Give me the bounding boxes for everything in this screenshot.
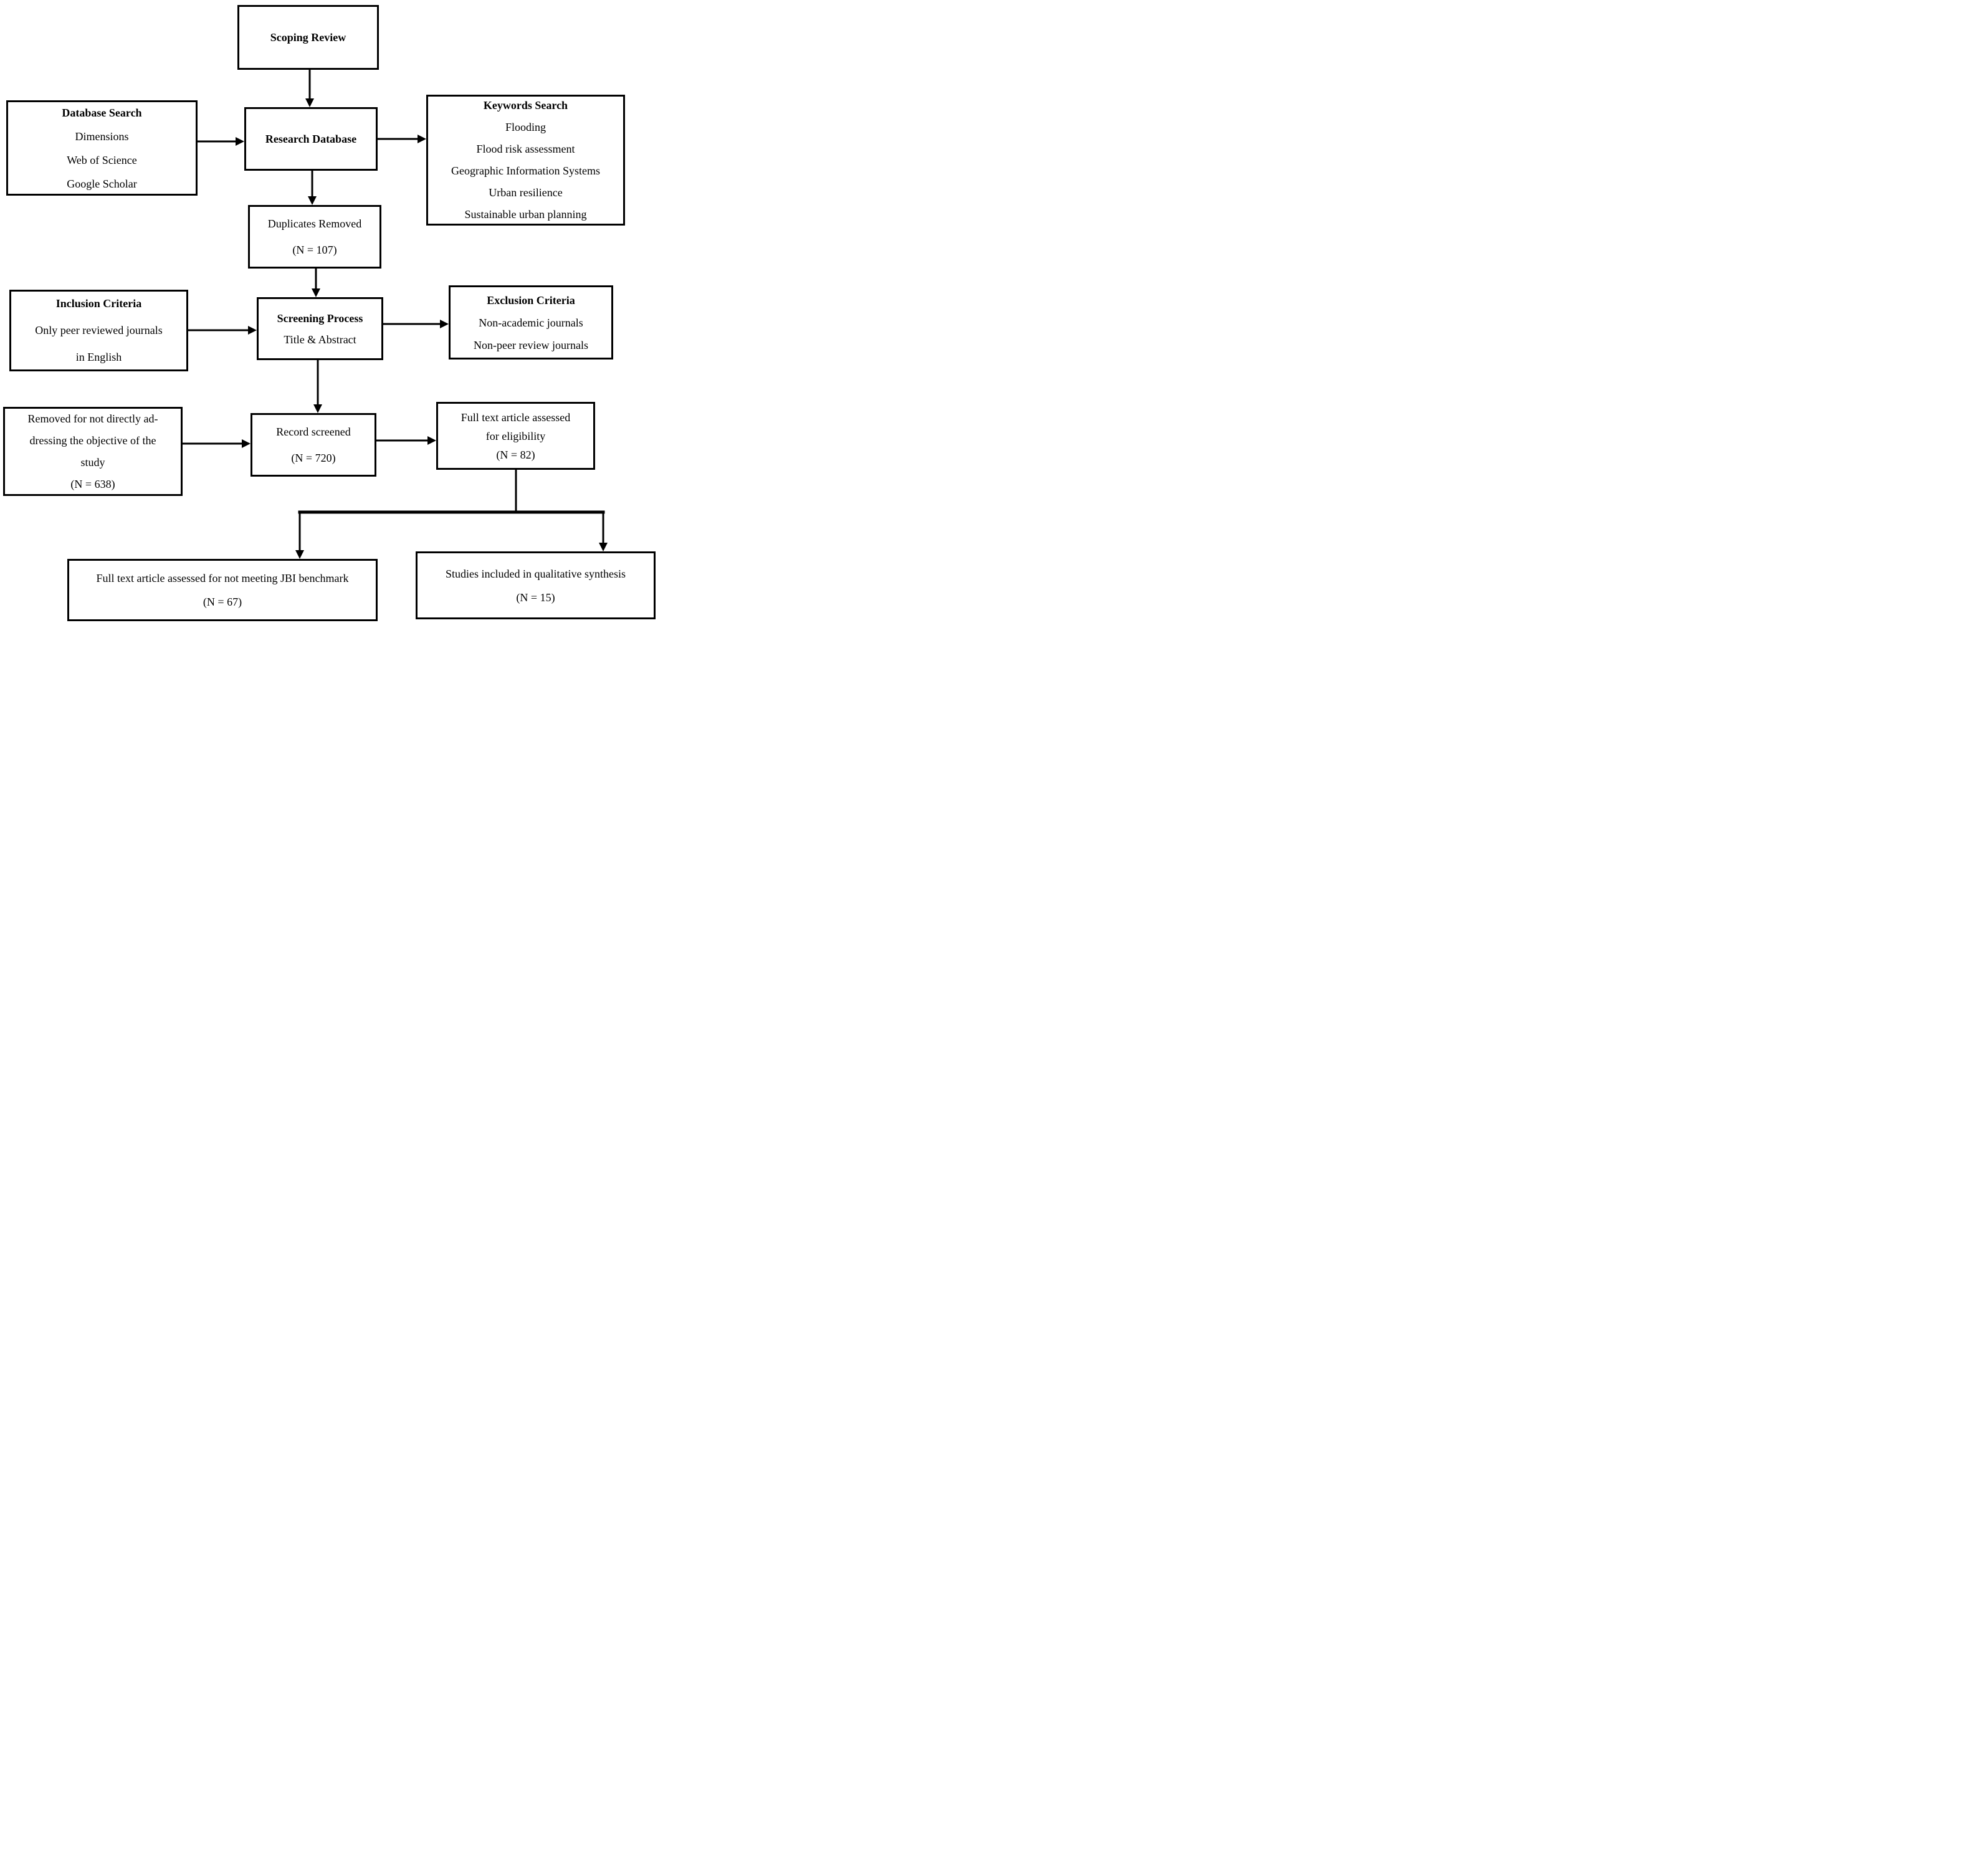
node-record-screened: Record screened (N = 720) (251, 413, 376, 477)
node-duplicates-removed: Duplicates Removed (N = 107) (248, 205, 381, 269)
arrowhead-right (248, 326, 257, 335)
arrowhead-right (418, 135, 426, 143)
edge-research-database-to-keywords-search (378, 135, 426, 143)
arrowhead-down (313, 404, 322, 413)
node-qualitative-synthesis: Studies included in qualitative synthesi… (416, 551, 656, 619)
node-exclusion-criteria: Exclusion Criteria Non-academic journals… (449, 285, 613, 359)
node-line: Record screened (276, 426, 351, 438)
node-line: Dimensions (75, 130, 129, 143)
arrowhead-right (440, 320, 449, 328)
edge-database-search-to-research-database (198, 137, 244, 146)
node-line: Urban resilience (489, 186, 563, 199)
edge-screening-process-to-exclusion-criteria (383, 320, 449, 328)
node-line: dressing the objective of the (29, 434, 156, 447)
edge-research-database-to-duplicates-removed (308, 171, 317, 205)
arrowhead-down (305, 98, 314, 107)
arrowhead-down (599, 543, 608, 551)
node-line: Studies included in qualitative synthesi… (446, 567, 626, 580)
arrowhead-down (308, 196, 317, 205)
node-line: Removed for not directly ad- (27, 412, 158, 425)
arrowhead-right (242, 439, 251, 448)
edge-duplicates-removed-to-screening-process (312, 269, 320, 297)
node-line: Only peer reviewed journals (35, 324, 163, 336)
node-screening-process: Screening Process Title & Abstract (257, 297, 383, 360)
flow-diagram: Scoping Review Database Search Dimension… (0, 0, 659, 626)
node-jbi-benchmark: Full text article assessed for not meeti… (67, 559, 378, 621)
node-count: (N = 82) (496, 448, 535, 461)
node-title: Screening Process (277, 312, 363, 325)
node-title: Exclusion Criteria (487, 293, 575, 307)
node-line: Non-peer review journals (474, 338, 588, 351)
node-database-search: Database Search Dimensions Web of Scienc… (6, 100, 198, 196)
arrowhead-right (236, 137, 244, 146)
node-removed-not-addressing: Removed for not directly ad- dressing th… (3, 407, 183, 496)
node-full-text-eligibility: Full text article assessed for eligibili… (436, 402, 595, 470)
arrowhead-down (295, 550, 304, 559)
edge-screening-process-to-record-screened (313, 360, 322, 413)
node-title: Database Search (62, 106, 142, 119)
node-count: (N = 720) (291, 452, 336, 464)
node-research-database: Research Database (244, 107, 378, 171)
node-line: Duplicates Removed (267, 217, 362, 230)
node-line: Flood risk assessment (476, 143, 575, 155)
node-line: Flooding (505, 121, 546, 133)
edge-removed-not-addressing-to-record-screened (183, 439, 251, 448)
node-scoping-review: Scoping Review (237, 5, 379, 70)
node-title: Keywords Search (483, 99, 568, 112)
node-count: (N = 15) (516, 591, 555, 604)
node-label: Scoping Review (270, 31, 346, 44)
node-line: Non-academic journals (479, 316, 583, 329)
node-line: in English (75, 351, 122, 363)
edge-record-screened-to-full-text-eligibility (376, 436, 436, 445)
arrowhead-down (312, 288, 320, 297)
node-line: Web of Science (67, 153, 137, 166)
node-count: (N = 638) (70, 477, 115, 490)
edge-scoping-review-to-research-database (305, 70, 314, 107)
node-inclusion-criteria: Inclusion Criteria Only peer reviewed jo… (9, 290, 188, 371)
node-line: study (80, 455, 105, 469)
node-line: Google Scholar (67, 177, 137, 190)
edges-layer (183, 70, 608, 559)
node-keywords-search: Keywords Search Flooding Flood risk asse… (426, 95, 625, 226)
node-count: (N = 67) (203, 596, 242, 608)
node-line: Full text article assessed (461, 411, 571, 424)
node-label: Research Database (265, 133, 357, 145)
node-line: Sustainable urban planning (464, 208, 587, 221)
node-line: Full text article assessed for not meeti… (96, 572, 349, 584)
edge-full-text-eligibility-branch (295, 470, 608, 559)
arrowhead-right (427, 436, 436, 445)
node-title: Inclusion Criteria (55, 297, 142, 310)
node-count: (N = 107) (292, 244, 337, 256)
node-line: Geographic Information Systems (451, 164, 600, 177)
edge-inclusion-criteria-to-screening-process (188, 326, 257, 335)
node-line: for eligibility (485, 429, 546, 442)
node-line: Title & Abstract (284, 333, 356, 346)
